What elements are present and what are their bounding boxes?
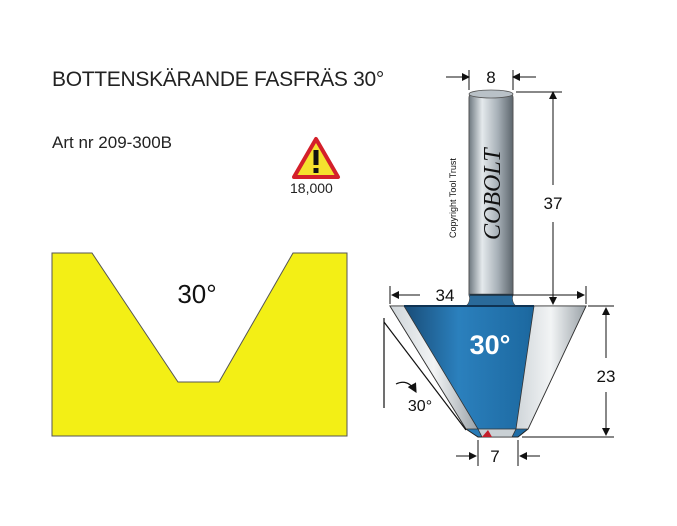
tip-diameter-value: 7 [490, 447, 499, 466]
tip-diameter-dimension [456, 440, 540, 466]
profile-angle-label: 30° [177, 279, 216, 309]
article-number: Art nr 209-300B [52, 133, 173, 152]
router-bit-shank [459, 89, 523, 309]
shank-length-value: 37 [544, 194, 563, 213]
cutting-height-value: 23 [597, 367, 616, 386]
copyright-label: Copyright Tool Trust [448, 158, 458, 238]
cutting-height-dimension [522, 305, 614, 438]
router-bit-head [389, 305, 587, 438]
warning-triangle-icon [292, 137, 340, 179]
diagram-title: BOTTENSKÄRANDE FASFRÄS 30° [52, 68, 385, 91]
shank-diameter-dimension [446, 70, 536, 90]
cutting-diameter-dimension [389, 286, 587, 304]
v-groove-profile [51, 252, 348, 437]
brand-label: COBOLT [480, 147, 506, 240]
shank-length-dimension [516, 91, 562, 305]
cutting-diameter-value: 34 [436, 286, 455, 305]
max-rpm-label: 18,000 [290, 180, 333, 196]
head-angle-label: 30° [470, 330, 511, 360]
tool-angle-label: 30° [408, 398, 432, 415]
angle-indicator [383, 318, 467, 431]
shank-diameter-value: 8 [486, 68, 495, 87]
